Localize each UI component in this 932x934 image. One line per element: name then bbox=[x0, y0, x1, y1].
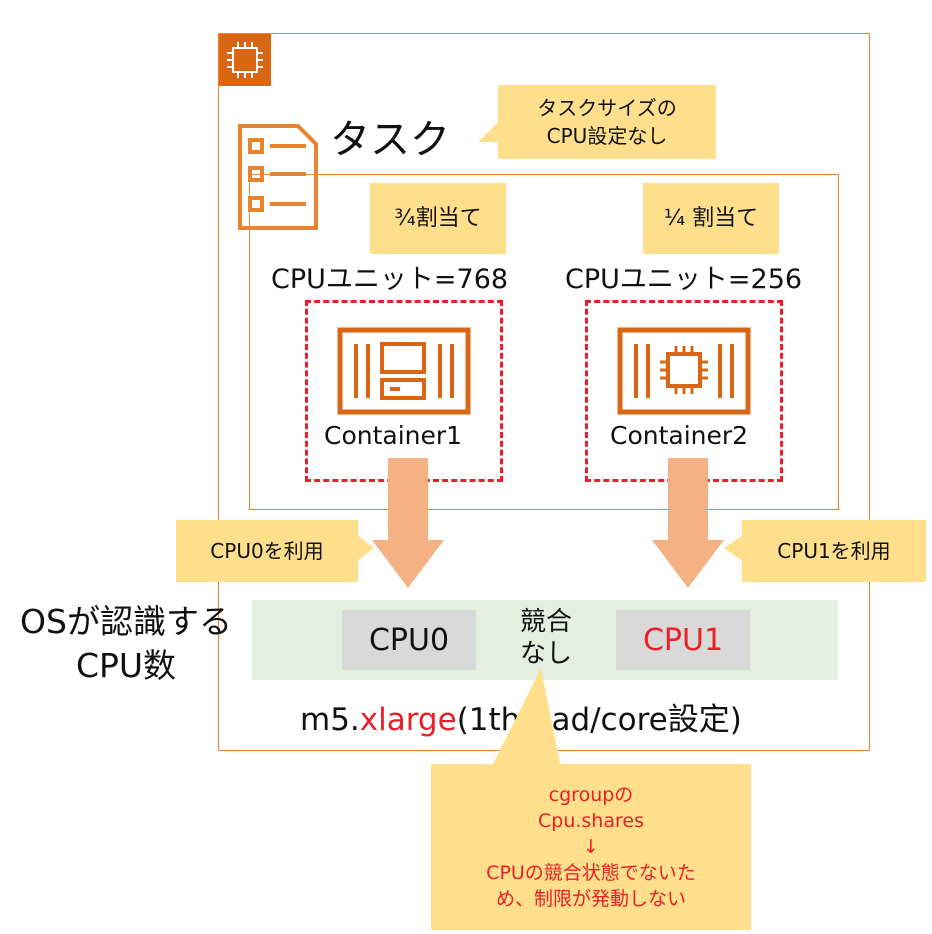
no-contention-label: 競合 なし bbox=[506, 606, 586, 670]
no-contention-line2: なし bbox=[519, 639, 572, 669]
no-contention-line1: 競合 bbox=[519, 607, 572, 637]
container2-use-note: CPU1を利用 bbox=[742, 520, 926, 582]
callout-tail bbox=[478, 114, 502, 154]
cgroup-note-line4: め、制限が発動しない bbox=[495, 888, 686, 910]
os-label-line2: CPU数 bbox=[75, 646, 177, 685]
container1-down-arrow bbox=[372, 458, 444, 588]
container1-alloc-note: ¾割当て bbox=[370, 183, 506, 254]
os-cpu-count-label: OSが認識する CPU数 bbox=[0, 600, 252, 688]
instance-type-size: xlarge bbox=[359, 702, 457, 738]
use-note1-tail bbox=[356, 534, 374, 562]
container2-name: Container2 bbox=[610, 421, 749, 450]
instance-type-label: m5.xlarge(1thread/core設定) bbox=[300, 700, 742, 740]
cgroup-note-line2: Cpu.shares bbox=[538, 810, 644, 832]
cgroup-note-arrow: ↓ bbox=[583, 836, 599, 858]
task-label: タスク bbox=[330, 117, 450, 163]
use-note2-tail bbox=[724, 534, 744, 562]
task-setting-line2: CPU設定なし bbox=[546, 124, 668, 148]
os-label-line1: OSが認識する bbox=[20, 602, 232, 641]
cgroup-note-line1: cgroupの bbox=[548, 784, 634, 806]
task-icon bbox=[236, 122, 320, 232]
container1-name: Container1 bbox=[324, 421, 463, 450]
ec2-instance-icon bbox=[219, 34, 271, 86]
container1-use-note: CPU0を利用 bbox=[176, 520, 358, 582]
container1-icon bbox=[336, 326, 472, 416]
cgroup-note: cgroupの Cpu.shares ↓ CPUの競合状態でないた め、制限が発… bbox=[431, 764, 751, 930]
container1-cpu-unit: CPUユニット=768 bbox=[271, 264, 509, 295]
task-setting-note: タスクサイズの CPU設定なし bbox=[498, 85, 716, 159]
cgroup-note-tail bbox=[431, 668, 571, 768]
cgroup-note-line3: CPUの競合状態でないた bbox=[486, 862, 696, 884]
container2-icon bbox=[616, 326, 752, 416]
task-frame bbox=[249, 174, 839, 510]
container2-cpu-unit: CPUユニット=256 bbox=[565, 264, 803, 295]
container2-alloc-note: ¼ 割当て bbox=[643, 183, 779, 254]
task-setting-line1: タスクサイズの bbox=[537, 96, 677, 120]
cpu0-box: CPU0 bbox=[342, 610, 476, 670]
cpu1-box: CPU1 bbox=[616, 610, 750, 670]
container2-down-arrow bbox=[652, 458, 724, 588]
instance-type-prefix: m5. bbox=[300, 702, 360, 738]
instance-type-suffix: (1thread/core設定) bbox=[456, 702, 742, 738]
